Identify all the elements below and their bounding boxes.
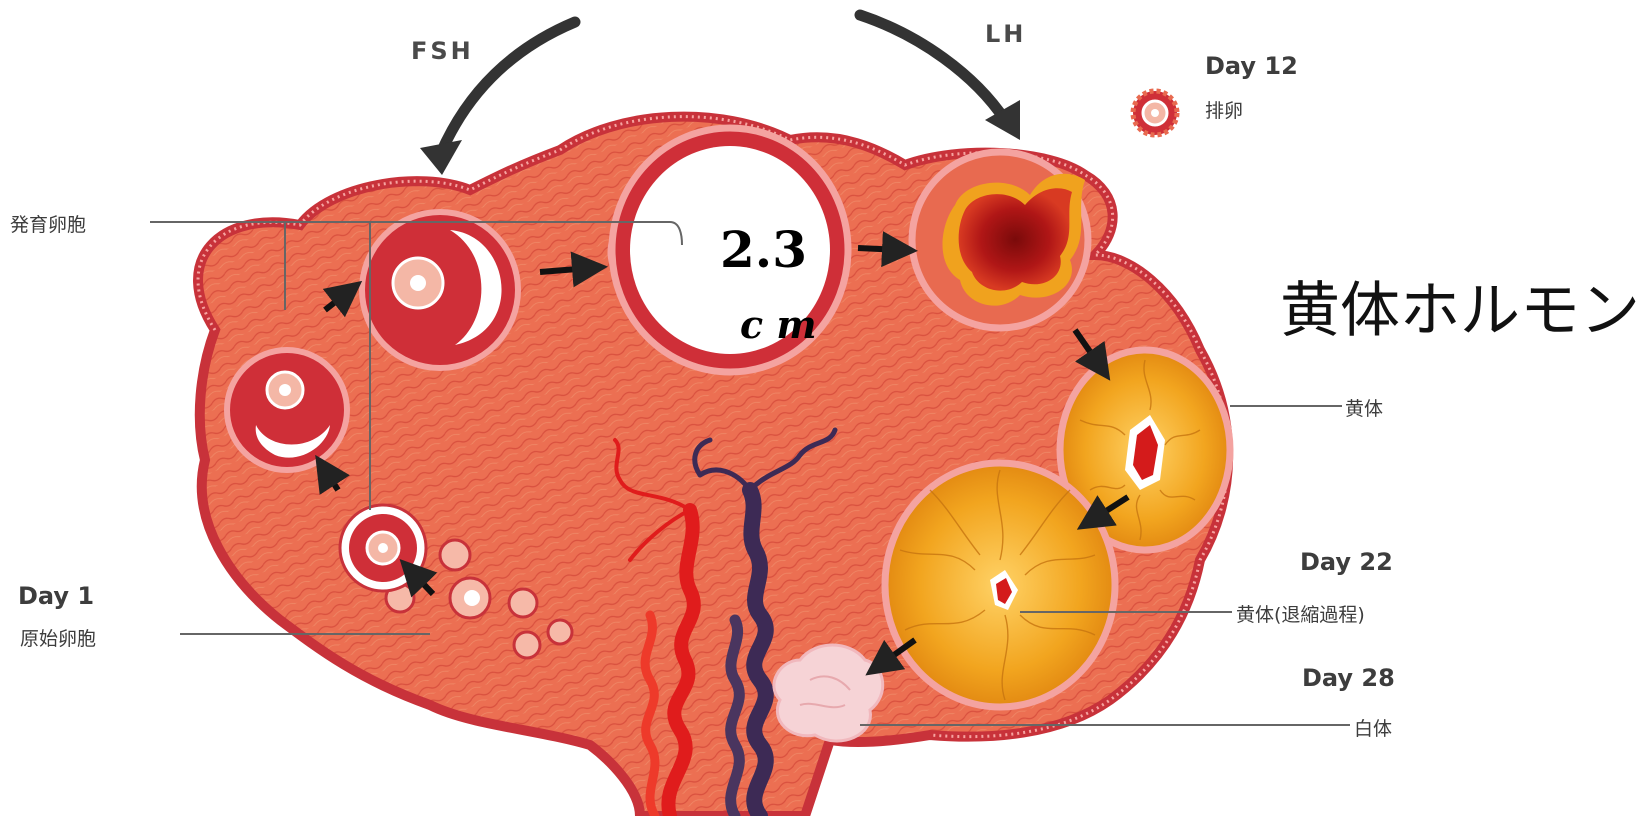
corpus-albicans-label: 白体: [1354, 714, 1392, 741]
primordial-follicle-label: 原始卵胞: [20, 624, 96, 651]
ruptured-follicle: [912, 152, 1088, 328]
tertiary-follicle: [362, 212, 518, 368]
fsh-label: FSH: [411, 37, 474, 65]
ovulation-label: 排卵: [1205, 96, 1243, 123]
progesterone-annotation: 黄体ホルモン: [1280, 262, 1640, 349]
measurement-value: 2.3: [720, 220, 807, 279]
regressing-corpus-luteum: [885, 463, 1115, 707]
day12-label: Day 12: [1205, 52, 1298, 80]
ovulated-egg: [1133, 91, 1177, 135]
secondary-follicle: [227, 350, 347, 470]
developing-follicle-label: 発育卵胞: [10, 210, 86, 237]
measurement-unit: c m: [740, 302, 817, 347]
day28-label: Day 28: [1302, 664, 1395, 692]
lh-label: LH: [985, 20, 1026, 48]
early-follicle: [340, 505, 426, 591]
day22-label: Day 22: [1300, 548, 1393, 576]
day1-label: Day 1: [18, 582, 94, 610]
corpus-luteum-label: 黄体: [1345, 394, 1383, 421]
regressing-corpus-luteum-label: 黄体(退縮過程): [1236, 600, 1365, 627]
